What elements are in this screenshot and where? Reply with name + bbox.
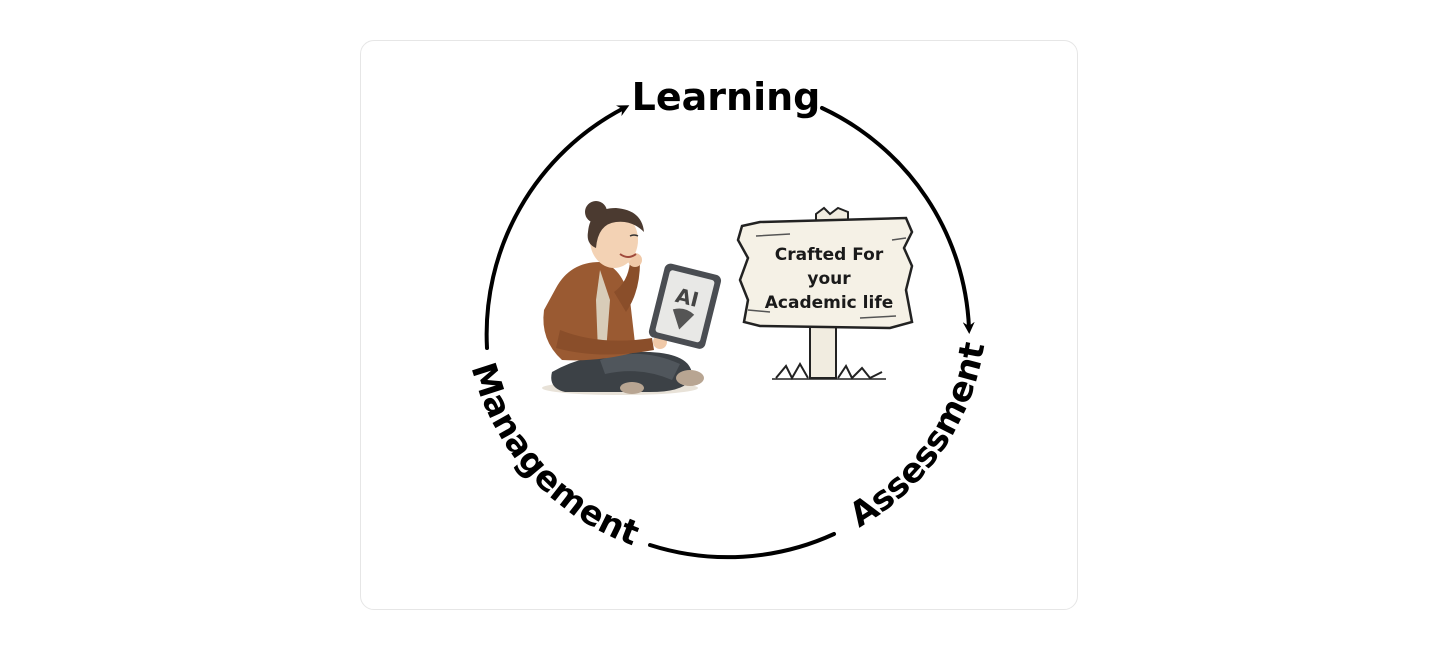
sign-line-1: Crafted For [775,245,884,265]
label-assessment: Assessment [842,339,993,536]
arrow-learning-to-assessment [820,106,975,334]
arrow-management-to-learning [484,105,630,350]
sign-line-3: Academic life [765,293,894,313]
tablet-ai-text: AI [673,283,701,312]
sign-line-2: your [807,269,851,289]
arrow-assessment-to-management [648,532,836,560]
tablet-illustration: AI [648,263,722,349]
label-learning: Learning [632,75,821,119]
person-illustration [542,201,704,395]
diagram-card [360,40,1078,610]
signpost-illustration: Crafted For your Academic life [736,206,914,381]
